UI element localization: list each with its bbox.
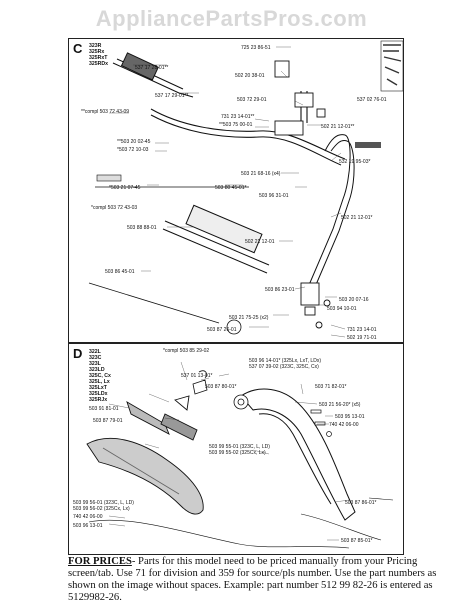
pricing-note-lead: FOR PRICES	[68, 556, 132, 567]
part-label-l3: 502 20 38-01	[235, 73, 265, 79]
part-label-l11: *503 72 10-03	[117, 147, 149, 153]
model-d-2: 323L	[89, 361, 102, 367]
model-d-4: 325C, Cx	[89, 373, 111, 379]
part-label-m18: 503 96 13-01	[73, 523, 103, 529]
model-d-6: 325LxT	[89, 385, 108, 391]
part-label-m15: 503 99 56-02 (325Cx, Lx)	[73, 506, 130, 512]
part-label-m16: 503 87 86-01*	[345, 500, 376, 506]
handle-shell	[86, 437, 204, 515]
handle-bracket	[274, 60, 326, 136]
model-d-8: 325RJx	[89, 397, 107, 403]
part-label-m11: 740 42 06-00	[329, 422, 359, 428]
decal-sticker	[380, 40, 404, 92]
part-label-m10: 503 95 13-01	[335, 414, 365, 420]
model-c-0: 323R	[89, 43, 102, 49]
part-label-l21: 503 86 45-01	[105, 269, 135, 275]
stop-cable	[88, 519, 350, 549]
cable-connector	[96, 174, 122, 182]
part-label-l9: 502 21 12-01**	[321, 124, 354, 130]
model-c-3: 325RDx	[89, 61, 108, 67]
part-label-m19: 503 87 85-01*	[341, 538, 372, 544]
drive-rod	[88, 282, 220, 324]
part-label-l27: 503 87 26-01	[207, 327, 237, 333]
part-label-l13: 503 21 68-16 (x4)	[241, 171, 281, 177]
part-label-m5: 503 87 80-01*	[205, 384, 236, 390]
screws	[310, 409, 332, 437]
panel-c-drawing: C 323R 325Rx 325RxT 325RDx	[73, 40, 404, 341]
handle-housing	[240, 388, 356, 521]
part-label-l2: 537 17 28-01**	[135, 65, 168, 71]
part-label-m13: 503 99 55-02 (325Cx, Lx)	[209, 450, 266, 456]
leader-lines-d	[108, 361, 350, 541]
part-label-l19: 502 21 12-01*	[341, 215, 372, 221]
part-label-l26: 731 23 14-01	[347, 327, 377, 333]
throttle-trigger	[126, 395, 198, 441]
part-label-m6: 503 71 82-01*	[315, 384, 346, 390]
part-label-l25: 503 21 75-25 (x2)	[229, 315, 269, 321]
part-label-l24: 503 94 10-01	[327, 306, 357, 312]
part-label-l1: 725 23 86-51	[241, 45, 271, 51]
part-label-m2: 503 96 14-01* (325Lx, LxT, LDx)	[249, 358, 321, 364]
panel-d-letter: D	[73, 346, 82, 361]
model-d-7: 325LDx	[89, 391, 108, 397]
model-d-5: 325L, Lx	[89, 379, 110, 385]
diagram-panel-d: D 322L 323C 323L 323LD 325C, Cx 325L, Lx…	[68, 343, 404, 555]
part-label-l5: 503 72 29-01	[237, 97, 267, 103]
part-label-l20: 502 21 12-01	[245, 239, 275, 245]
pricing-note-text: - Parts for this model need to be priced…	[68, 556, 437, 603]
part-label-m8: 503 21 56-20* (x5)	[319, 402, 361, 408]
part-label-l17: *compl 503 72 43-03	[91, 205, 137, 211]
part-label-l8: **503 75 00-01	[219, 122, 253, 128]
model-c-1: 325Rx	[89, 49, 104, 55]
watermark: AppliancePartsPros.com	[95, 6, 368, 31]
panel-d-drawing: D 322L 323C 323L 323LD 325C, Cx 325L, Lx…	[73, 346, 394, 549]
loop-handle	[112, 52, 194, 98]
part-label-m4: 537 01 13-01*	[181, 373, 212, 379]
drive-shaft-tube	[308, 134, 381, 288]
part-label-l18: 503 88 88-01	[127, 225, 157, 231]
model-d-3: 323LD	[89, 367, 105, 373]
model-d-1: 323C	[89, 355, 102, 361]
part-label-l15: 503 80 45-01*	[215, 185, 246, 191]
part-label-l12: 532 19 95-03*	[339, 159, 370, 165]
part-label-l10: **503 20 02-45	[117, 139, 151, 145]
short-cable	[368, 497, 394, 501]
part-label-l28: 502 19 71-01	[347, 335, 377, 341]
part-label-l14: *503 21 07-45	[109, 185, 141, 191]
part-label-m1: *compl 503 85 29-02	[163, 348, 209, 354]
part-label-m14: 503 99 56-01 (323C, L, LD)	[73, 500, 134, 506]
diagram-panel-c: C 323R 325Rx 325RxT 325RDx	[68, 38, 404, 343]
gear-assembly	[192, 370, 249, 410]
part-label-m12: 503 99 55-01 (323C, L, LD)	[209, 444, 270, 450]
part-label-l7: 731 23 14-01**	[221, 114, 254, 120]
ground-cable	[300, 513, 382, 541]
part-label-m7: 503 91 81-01	[89, 406, 119, 412]
shaft-clamp	[300, 282, 331, 329]
leader-lines-c	[109, 46, 346, 338]
part-label-l22: 503 86 23-01	[265, 287, 295, 293]
model-c-2: 325RxT	[89, 55, 108, 61]
part-label-l16: 503 96 31-01	[259, 193, 289, 199]
part-label-l4: 537 17 29-01**	[155, 93, 188, 99]
part-label-m17: 740 42 06-00	[73, 514, 103, 520]
part-label-l6: **compl 503 72 43-09	[81, 109, 129, 115]
panel-c-letter: C	[73, 41, 83, 56]
mount-disc	[226, 319, 242, 335]
model-d-0: 322L	[89, 349, 102, 355]
part-label-m9: 503 87 79-01	[93, 418, 123, 424]
part-label-m3: 537 07 39-02 (323C, 325C, Cx)	[249, 364, 319, 370]
part-label-l29: 537 02 76-01	[357, 97, 387, 103]
part-label-l23: 503 20 07-16	[339, 297, 369, 303]
pricing-note: FOR PRICES- Parts for this model need to…	[68, 556, 448, 604]
main-shaft	[162, 204, 270, 274]
